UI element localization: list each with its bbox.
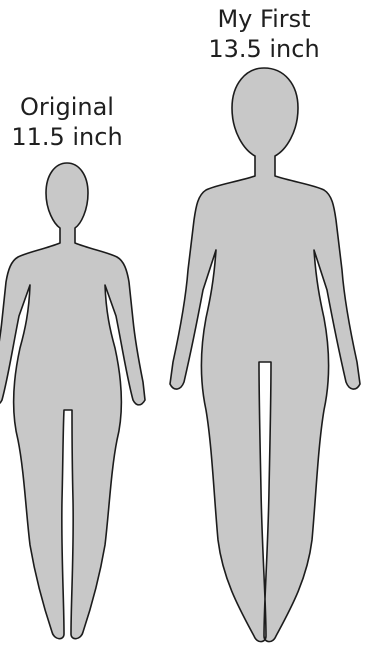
original-doll-silhouette (0, 163, 145, 639)
original-doll-body (0, 163, 145, 639)
my-first-doll-silhouette (170, 68, 360, 642)
my-first-doll-body (170, 68, 360, 642)
